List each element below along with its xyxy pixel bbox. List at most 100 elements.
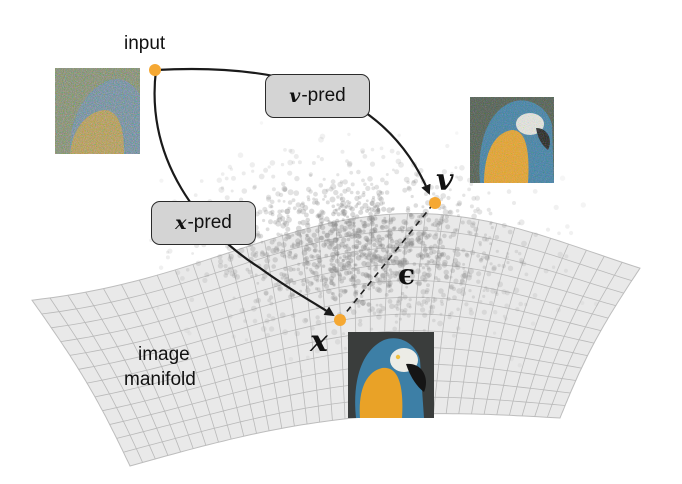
cloud-point: [271, 264, 277, 269]
cloud-point: [380, 177, 385, 183]
cloud-point: [455, 264, 461, 270]
cloud-point: [329, 280, 334, 286]
cloud-point: [333, 250, 340, 256]
manifold-grid-line: [521, 250, 587, 417]
cloud-point: [334, 222, 338, 227]
cloud-point: [412, 262, 417, 266]
cloud-point: [405, 240, 411, 247]
cloud-point: [430, 304, 436, 310]
cloud-point: [319, 291, 323, 295]
cloud-point: [344, 249, 349, 254]
cloud-point: [376, 193, 381, 197]
cloud-point: [284, 276, 290, 283]
cloud-point: [410, 271, 415, 275]
cloud-point: [456, 200, 463, 206]
cloud-point: [457, 175, 464, 182]
cloud-point: [375, 245, 379, 249]
cloud-point: [368, 215, 375, 221]
cloud-point: [338, 277, 342, 281]
cloud-point: [351, 216, 357, 221]
manifold-grid-line: [471, 227, 516, 415]
cloud-point: [580, 202, 586, 208]
noise-point-cloud: [149, 121, 599, 373]
cloud-point: [337, 228, 343, 234]
cloud-point: [266, 313, 272, 319]
cloud-point: [328, 275, 335, 282]
cloud-point: [434, 276, 438, 280]
cloud-point: [362, 202, 369, 209]
cloud-point: [381, 279, 387, 284]
cloud-point: [331, 222, 338, 229]
cloud-point: [417, 281, 422, 286]
cloud-point: [409, 237, 415, 243]
cloud-point: [402, 294, 408, 300]
cloud-point: [306, 186, 312, 192]
cloud-point: [305, 233, 309, 238]
cloud-point: [358, 235, 362, 239]
cloud-point: [351, 282, 355, 286]
manifold-grid-line: [67, 294, 156, 460]
cloud-point: [397, 238, 403, 244]
cloud-point: [329, 196, 336, 203]
cloud-point: [256, 233, 262, 239]
cloud-point: [424, 272, 431, 279]
cloud-point: [264, 252, 270, 257]
cloud-point: [386, 232, 392, 238]
cloud-point: [369, 161, 376, 167]
cloud-point: [288, 266, 294, 272]
cloud-point: [331, 204, 336, 209]
cloud-point: [468, 289, 472, 293]
cloud-point: [260, 326, 267, 332]
cloud-point: [265, 227, 270, 232]
cloud-point: [360, 299, 364, 303]
cloud-point: [380, 225, 384, 229]
cloud-point: [346, 199, 350, 204]
cloud-point: [371, 195, 376, 200]
cloud-point: [410, 231, 415, 236]
cloud-point: [304, 260, 310, 266]
cloud-point: [313, 191, 318, 197]
cloud-point: [326, 238, 331, 242]
cloud-point: [468, 307, 473, 312]
cloud-point: [451, 333, 457, 338]
cloud-point: [366, 206, 371, 211]
cloud-point: [306, 228, 312, 233]
cloud-point: [317, 213, 324, 220]
cloud-point: [445, 224, 451, 230]
cloud-point: [287, 159, 294, 166]
cloud-point: [338, 261, 344, 268]
cloud-point: [365, 237, 370, 243]
cloud-point: [462, 272, 469, 279]
cloud-point: [187, 331, 192, 336]
cloud-point: [457, 214, 460, 218]
cloud-point: [353, 234, 357, 239]
cloud-point: [288, 148, 293, 153]
cloud-point: [352, 221, 356, 225]
cloud-point: [366, 302, 372, 308]
x-pred-suffix: -pred: [187, 212, 232, 233]
cloud-point: [262, 206, 268, 212]
cloud-point: [372, 311, 377, 316]
cloud-point: [504, 303, 510, 309]
cloud-point: [532, 293, 538, 298]
cloud-point: [373, 213, 377, 217]
cloud-point: [306, 247, 312, 252]
cloud-point: [357, 304, 361, 308]
cloud-point: [281, 242, 287, 248]
cloud-point: [282, 186, 288, 192]
cloud-point: [327, 244, 333, 250]
cloud-point: [291, 160, 296, 165]
cloud-point: [257, 209, 263, 215]
cloud-point: [393, 304, 399, 309]
cloud-point: [342, 332, 346, 336]
cloud-point: [321, 188, 328, 195]
cloud-point: [230, 189, 234, 193]
cloud-point: [384, 264, 389, 269]
cloud-point: [335, 251, 340, 256]
cloud-point: [409, 268, 415, 274]
cloud-point: [406, 302, 412, 308]
cloud-point: [311, 161, 316, 165]
cloud-point: [346, 215, 350, 219]
cloud-point: [369, 216, 375, 222]
cloud-point: [317, 213, 322, 218]
